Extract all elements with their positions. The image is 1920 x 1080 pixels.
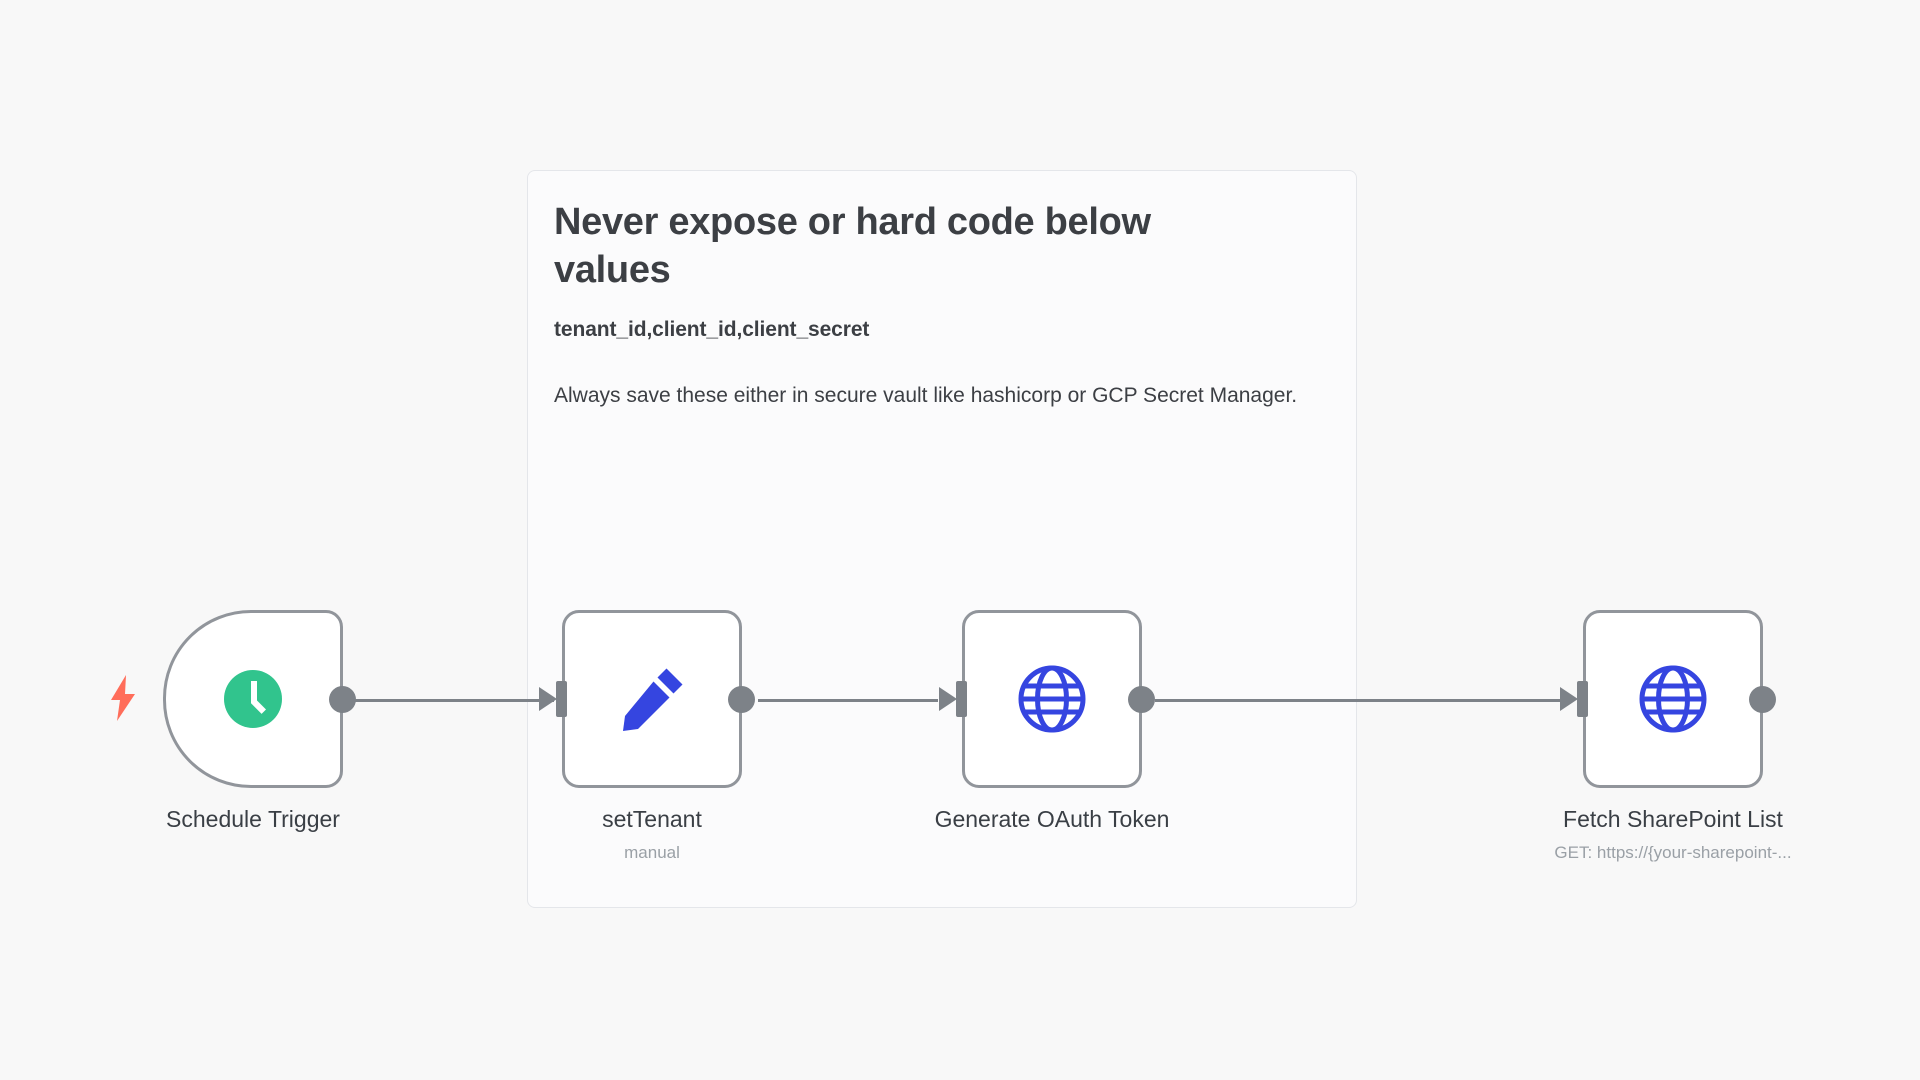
sticky-note[interactable]: Never expose or hard code below values t… xyxy=(527,170,1357,908)
connection-set-tenant-to-generate-oauth-token[interactable] xyxy=(758,699,938,702)
node-generate-oauth-token-input-arrow xyxy=(939,687,957,711)
node-fetch-sharepoint-list-label: Fetch SharePoint List xyxy=(1563,806,1783,832)
node-fetch-sharepoint-list-input-arrow xyxy=(1560,687,1578,711)
connection-generate-oauth-token-to-fetch-sharepoint-list[interactable] xyxy=(1155,699,1565,702)
node-fetch-sharepoint-list-sublabel: GET: https://{your-sharepoint-... xyxy=(1554,843,1792,862)
node-fetch-sharepoint-list-input-port[interactable] xyxy=(1577,681,1588,717)
node-generate-oauth-token-label: Generate OAuth Token xyxy=(934,806,1170,832)
globe-icon xyxy=(1014,661,1090,737)
sticky-note-body: Always save these either in secure vault… xyxy=(554,384,1298,407)
clock-icon xyxy=(222,668,284,730)
globe-icon xyxy=(1635,661,1711,737)
node-generate-oauth-token-input-port[interactable] xyxy=(956,681,967,717)
node-schedule-trigger-output-port[interactable] xyxy=(329,685,356,713)
node-set-tenant-output-port[interactable] xyxy=(728,685,755,713)
node-set-tenant-input-port[interactable] xyxy=(556,681,567,717)
node-generate-oauth-token-box[interactable] xyxy=(939,610,1155,788)
trigger-bolt-icon xyxy=(108,675,138,721)
node-set-tenant[interactable]: setTenant manual xyxy=(539,610,755,862)
node-generate-oauth-token-output-port[interactable] xyxy=(1128,685,1155,713)
node-schedule-trigger-label: Schedule Trigger xyxy=(166,806,340,832)
node-set-tenant-input-arrow xyxy=(539,687,557,711)
sticky-note-subtitle: tenant_id,client_id,client_secret xyxy=(554,318,870,341)
node-generate-oauth-token[interactable]: Generate OAuth Token xyxy=(935,610,1169,832)
node-fetch-sharepoint-list[interactable]: Fetch SharePoint List GET: https://{your… xyxy=(1554,610,1792,862)
node-schedule-trigger[interactable]: Schedule Trigger xyxy=(163,610,356,832)
node-set-tenant-sublabel: manual xyxy=(624,843,680,862)
node-fetch-sharepoint-list-box[interactable] xyxy=(1560,610,1776,788)
sticky-note-title: Never expose or hard code below values xyxy=(554,201,1151,291)
pencil-icon xyxy=(609,656,695,742)
node-schedule-trigger-box[interactable] xyxy=(163,610,356,788)
node-fetch-sharepoint-list-output-port[interactable] xyxy=(1749,685,1776,713)
sticky-note-content: Never expose or hard code below values t… xyxy=(528,171,1356,410)
connection-schedule-trigger-to-set-tenant[interactable] xyxy=(342,699,554,702)
node-set-tenant-label: setTenant xyxy=(602,806,702,832)
node-set-tenant-box[interactable] xyxy=(539,610,755,788)
